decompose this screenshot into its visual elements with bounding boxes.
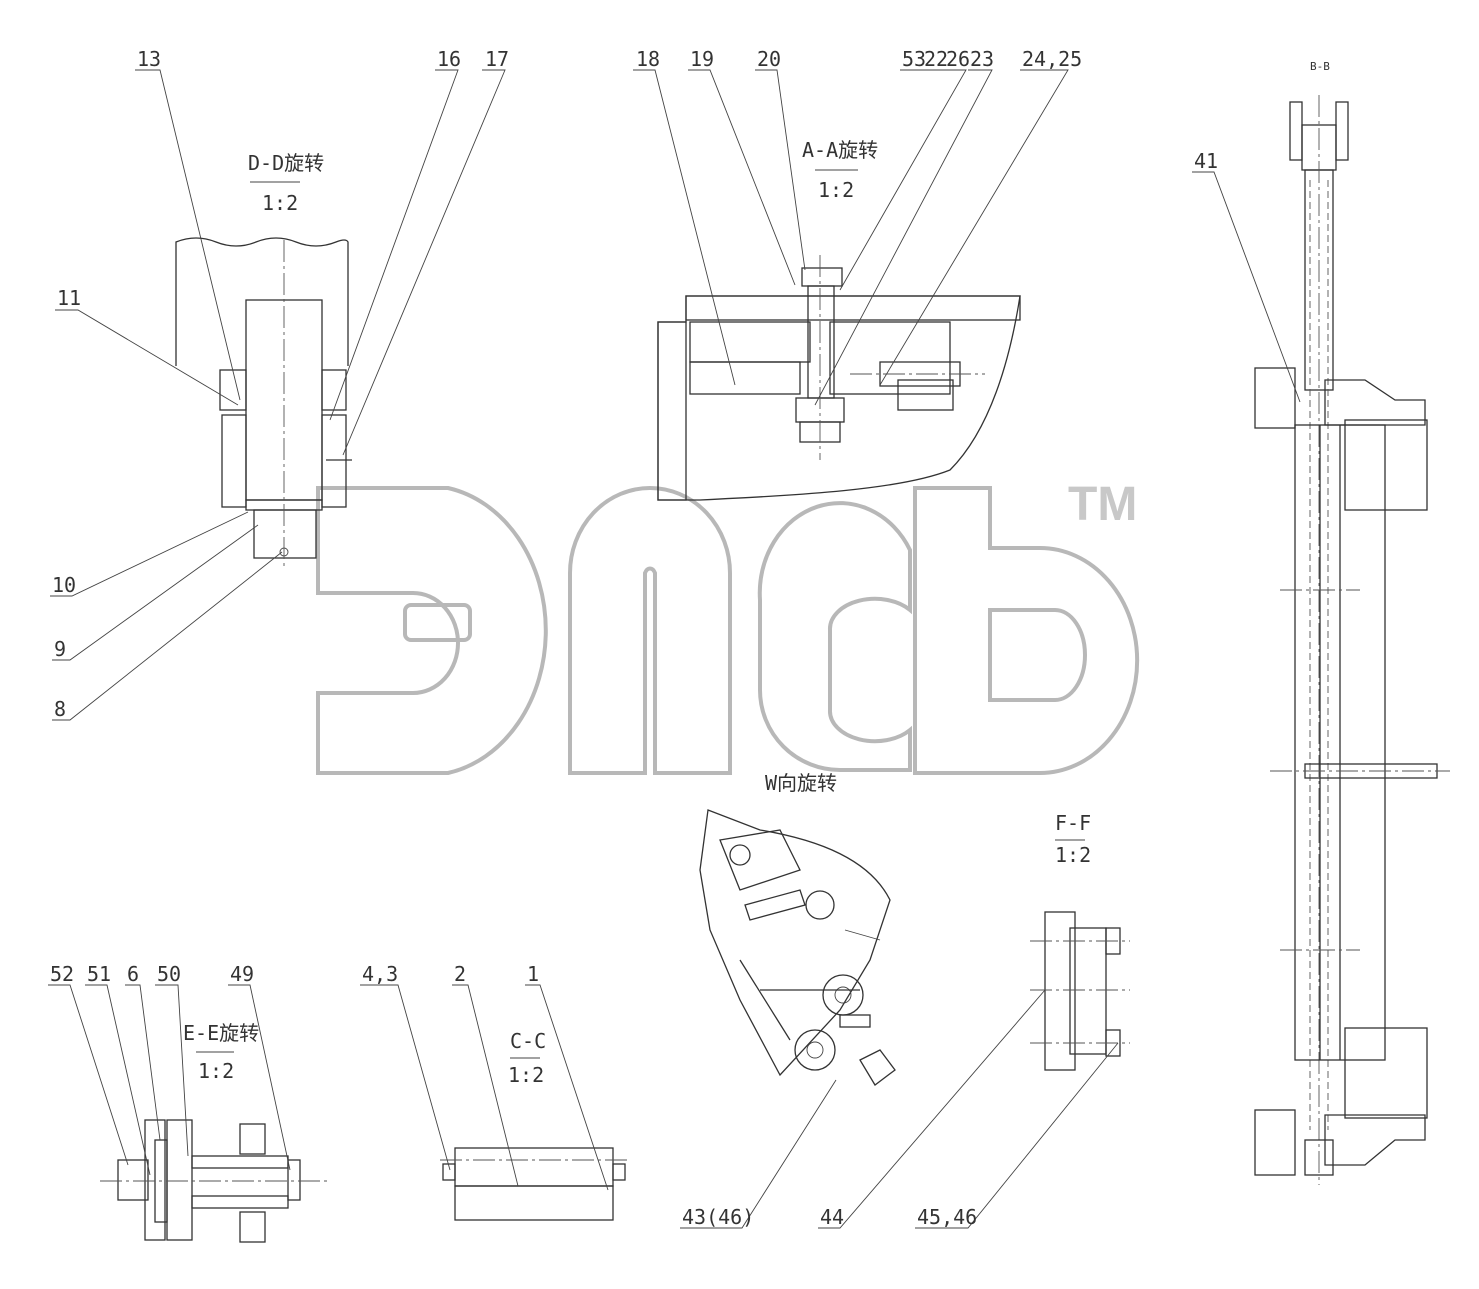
view-w-title: W向旋转 bbox=[765, 771, 837, 795]
view-aa: A-A旋转 1:2 18 19 20 53 22 26 23 24,25 bbox=[633, 47, 1082, 501]
label-9: 9 bbox=[54, 637, 66, 661]
label-23: 23 bbox=[970, 47, 994, 71]
view-ee-scale: 1:2 bbox=[198, 1059, 234, 1083]
label-53: 53 bbox=[902, 47, 926, 71]
label-4-3: 4,3 bbox=[362, 962, 398, 986]
label-10: 10 bbox=[52, 573, 76, 597]
view-bb-title: B-B bbox=[1310, 60, 1330, 73]
label-16: 16 bbox=[437, 47, 461, 71]
label-45-46: 45,46 bbox=[917, 1205, 977, 1229]
label-8: 8 bbox=[54, 697, 66, 721]
label-43-46: 43(46) bbox=[682, 1205, 754, 1229]
label-19: 19 bbox=[690, 47, 714, 71]
view-ff-title: F-F bbox=[1055, 811, 1091, 835]
view-bb: B-B 41 bbox=[1192, 60, 1450, 1185]
view-dd-scale: 1:2 bbox=[262, 191, 298, 215]
label-49: 49 bbox=[230, 962, 254, 986]
label-26: 26 bbox=[946, 47, 970, 71]
label-2: 2 bbox=[454, 962, 466, 986]
view-ee: E-E旋转 1:2 52 51 6 50 49 bbox=[48, 962, 330, 1243]
view-aa-title: A-A旋转 bbox=[802, 138, 878, 162]
label-51: 51 bbox=[87, 962, 111, 986]
label-24-25: 24,25 bbox=[1022, 47, 1082, 71]
view-cc-scale: 1:2 bbox=[508, 1063, 544, 1087]
view-ee-title: E-E旋转 bbox=[183, 1021, 259, 1045]
view-cc-title: C-C bbox=[510, 1029, 546, 1053]
label-44: 44 bbox=[820, 1205, 844, 1229]
label-6: 6 bbox=[127, 962, 139, 986]
label-11: 11 bbox=[57, 286, 81, 310]
view-w: W向旋转 43(46) bbox=[680, 771, 896, 1229]
label-18: 18 bbox=[636, 47, 660, 71]
label-50: 50 bbox=[157, 962, 181, 986]
label-13: 13 bbox=[137, 47, 161, 71]
label-52: 52 bbox=[50, 962, 74, 986]
view-ff-scale: 1:2 bbox=[1055, 843, 1091, 867]
view-dd: D-D旋转 1:2 13 16 17 11 10 9 8 bbox=[50, 47, 509, 721]
view-cc: C-C 1:2 4,3 2 1 bbox=[360, 962, 630, 1221]
label-41: 41 bbox=[1194, 149, 1218, 173]
label-1: 1 bbox=[527, 962, 539, 986]
view-ff: F-F 1:2 44 45,46 bbox=[818, 811, 1130, 1229]
view-aa-scale: 1:2 bbox=[818, 178, 854, 202]
watermark-logo: TM bbox=[316, 478, 1140, 775]
view-dd-title: D-D旋转 bbox=[248, 151, 324, 175]
label-17: 17 bbox=[485, 47, 509, 71]
label-20: 20 bbox=[757, 47, 781, 71]
label-22: 22 bbox=[924, 47, 948, 71]
watermark-tm: TM bbox=[1068, 478, 1137, 531]
